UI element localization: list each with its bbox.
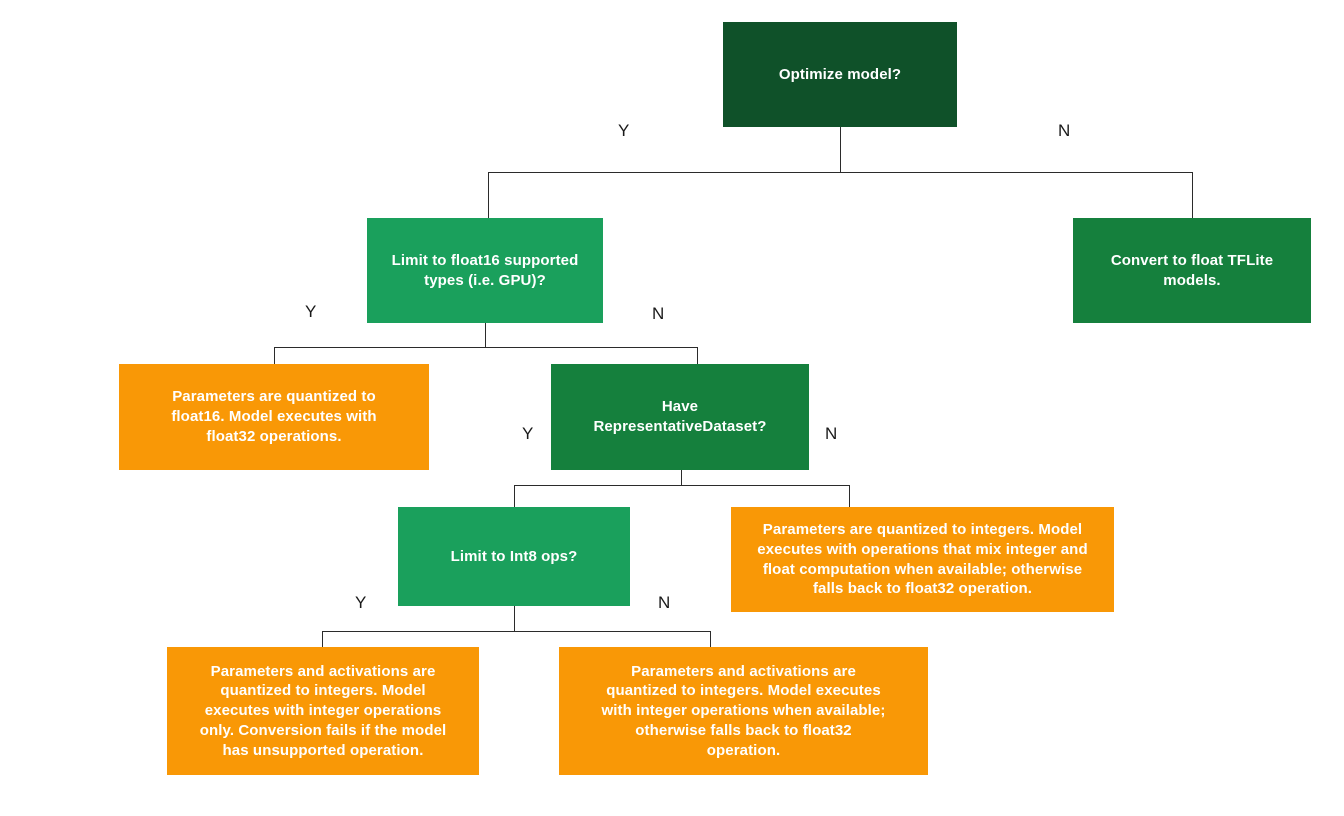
lbl-float16-yes: Y	[305, 302, 317, 321]
conn-int8-to-fallback	[710, 631, 711, 650]
node-limit-int8-ops[interactable]: Limit to Int8 ops?	[398, 507, 630, 606]
node-label-limit-float16: Limit to float16 supported types (i.e. G…	[391, 251, 579, 289]
conn-float16-stem	[485, 323, 486, 348]
node-label-params-activations-integer-fallback: Parameters and activations are quantized…	[601, 662, 886, 759]
node-params-float16[interactable]: Parameters are quantized to float16. Mod…	[119, 364, 429, 470]
node-limit-float16[interactable]: Limit to float16 supported types (i.e. G…	[367, 218, 603, 323]
conn-optimize-bus	[488, 172, 1193, 173]
conn-optimize-to-convert	[1192, 172, 1193, 218]
node-convert-float-tflite[interactable]: Convert to float TFLite models.	[1073, 218, 1311, 323]
conn-int8-bus	[322, 631, 711, 632]
lbl-optimize-yes: Y	[618, 121, 630, 140]
node-label-params-float16: Parameters are quantized to float16. Mod…	[171, 388, 377, 445]
conn-dataset-bus	[514, 485, 850, 486]
lbl-optimize-no: N	[1058, 121, 1071, 140]
node-params-activations-integer-only[interactable]: Parameters and activations are quantized…	[167, 647, 479, 775]
conn-float16-to-params	[274, 347, 275, 369]
node-have-representative-dataset[interactable]: Have RepresentativeDataset?	[551, 364, 809, 470]
node-label-params-activations-integer-only: Parameters and activations are quantized…	[199, 662, 447, 759]
node-label-params-integers-mixed: Parameters are quantized to integers. Mo…	[757, 520, 1088, 598]
node-params-activations-integer-fallback[interactable]: Parameters and activations are quantized…	[559, 647, 928, 775]
conn-int8-to-integer-only	[322, 631, 323, 650]
node-params-integers-mixed[interactable]: Parameters are quantized to integers. Mo…	[731, 507, 1114, 612]
lbl-dataset-yes: Y	[522, 424, 534, 443]
conn-dataset-stem	[681, 470, 682, 486]
conn-dataset-to-mixed	[849, 485, 850, 510]
conn-float16-to-dataset	[697, 347, 698, 369]
lbl-float16-no: N	[652, 304, 665, 323]
conn-float16-bus	[274, 347, 698, 348]
conn-optimize-stem	[840, 127, 841, 172]
node-label-optimize-model: Optimize model?	[778, 65, 902, 83]
node-label-convert-float-tflite: Convert to float TFLite models.	[1110, 251, 1274, 289]
lbl-dataset-no: N	[825, 424, 838, 443]
node-optimize-model[interactable]: Optimize model?	[723, 22, 957, 127]
conn-optimize-to-float16	[488, 172, 489, 218]
node-label-limit-int8-ops: Limit to Int8 ops?	[450, 547, 578, 565]
node-label-have-representative-dataset: Have RepresentativeDataset?	[593, 398, 767, 435]
lbl-int8-no: N	[658, 593, 671, 612]
conn-dataset-to-int8	[514, 485, 515, 510]
conn-int8-stem	[514, 606, 515, 632]
lbl-int8-yes: Y	[355, 593, 367, 612]
